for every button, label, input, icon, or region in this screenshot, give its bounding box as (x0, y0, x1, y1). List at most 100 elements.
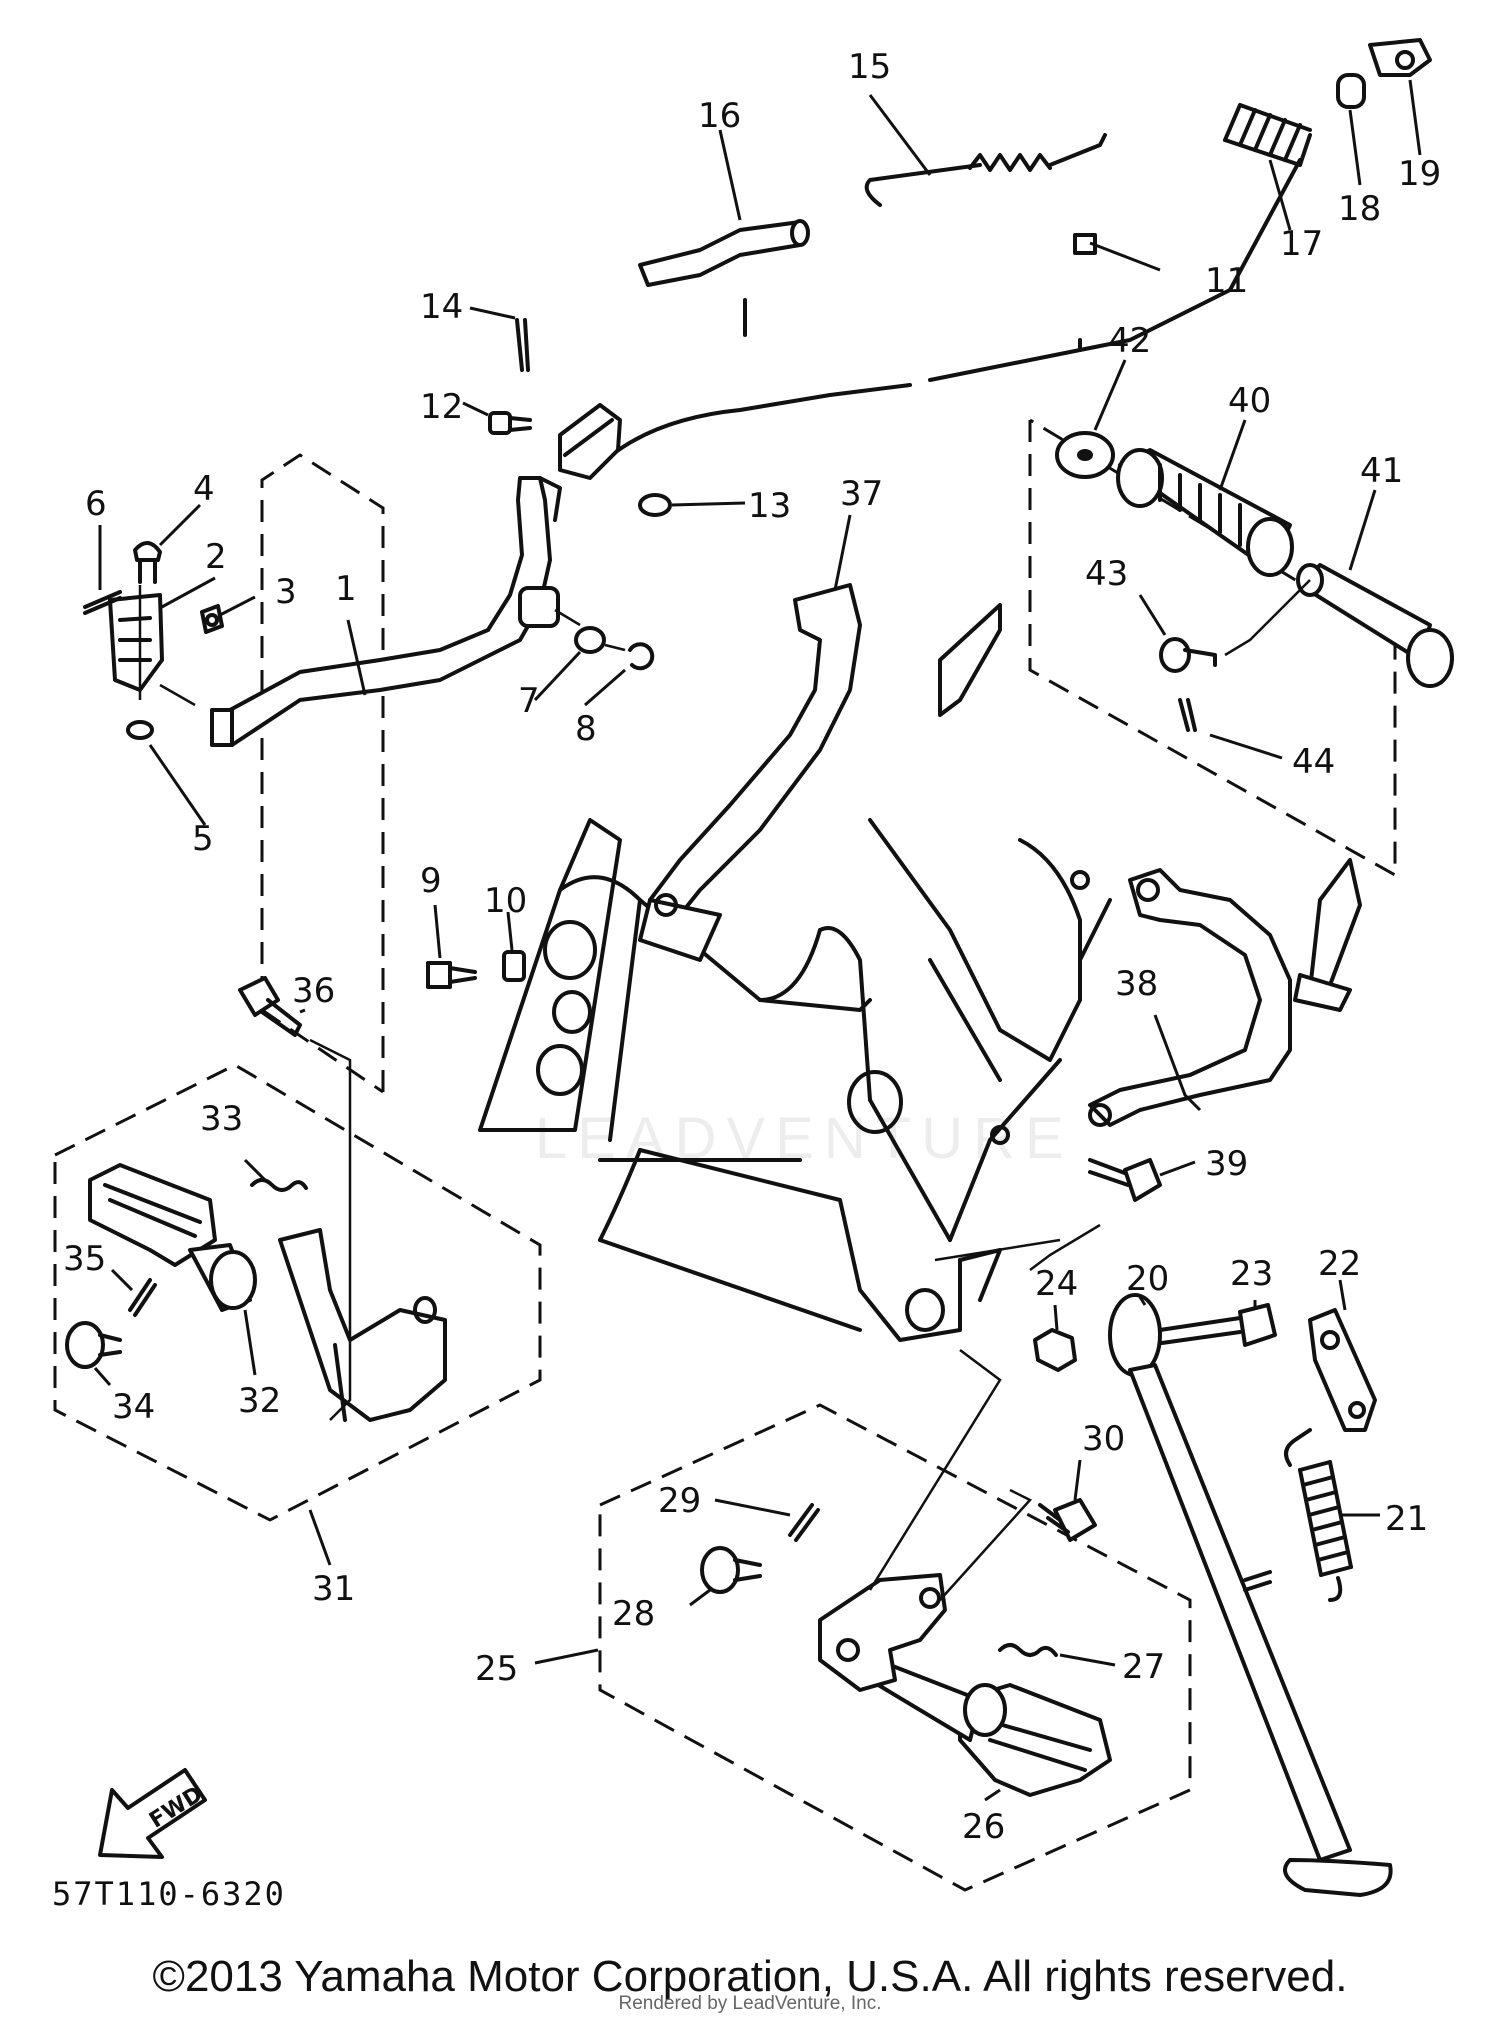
part-callouts: 1 2 3 4 5 6 7 8 9 10 11 12 13 14 15 16 1… (63, 47, 1441, 1847)
callout-4: 4 (193, 469, 215, 509)
callout-36: 36 (292, 971, 335, 1011)
callout-8: 8 (575, 709, 597, 749)
callout-41: 41 (1360, 451, 1403, 491)
callout-11: 11 (1205, 261, 1248, 301)
rod-clevis (558, 403, 622, 480)
callout-42: 42 (1108, 321, 1151, 361)
callout-15: 15 (848, 47, 891, 87)
footrest-bar-41 (1296, 563, 1454, 688)
copyright-notice: ©2013 Yamaha Motor Corporation, U.S.A. A… (152, 1952, 1348, 2001)
bolt-36 (238, 976, 302, 1037)
washer-5 (126, 720, 154, 740)
spring-27 (998, 1643, 1058, 1657)
callout-6: 6 (85, 484, 107, 524)
cotter-pin-35 (128, 1278, 157, 1317)
callout-12: 12 (420, 387, 463, 427)
callout-24: 24 (1035, 1264, 1078, 1304)
callout-18: 18 (1338, 189, 1381, 229)
callout-40: 40 (1228, 381, 1271, 421)
callout-5: 5 (192, 819, 214, 859)
callout-34: 34 (112, 1387, 155, 1427)
circlip-8 (628, 642, 655, 671)
callout-27: 27 (1122, 1647, 1165, 1687)
sidestand-20 (1108, 1293, 1393, 1897)
callout-23: 23 (1230, 1254, 1273, 1294)
ref-line-5 (934, 1238, 1061, 1262)
callout-37: 37 (840, 474, 883, 514)
spring-33 (250, 1178, 308, 1192)
callout-20: 20 (1126, 1259, 1169, 1299)
spring-15 (864, 133, 1107, 207)
ref-line-2 (309, 1038, 352, 1421)
footrest-bracket-right (818, 1573, 947, 1692)
rendered-by-note: Rendered by LeadVenture, Inc. (618, 1993, 882, 2014)
footrest-bracket-38 (1088, 858, 1362, 1127)
bolt-23 (1158, 1303, 1277, 1347)
cotter-pin-44 (1178, 698, 1197, 732)
nut-3 (200, 604, 224, 634)
ref-line-8 (159, 683, 196, 707)
bolt-39 (1088, 1158, 1162, 1202)
pin-12 (488, 411, 532, 435)
brake-pedal (210, 476, 562, 747)
shaft-16 (638, 219, 810, 337)
plate-22 (1308, 1308, 1377, 1432)
bolt-30 (1038, 1498, 1097, 1542)
nut-10 (502, 950, 526, 982)
wing-nut-19 (1368, 38, 1432, 77)
callout-2: 2 (205, 537, 227, 577)
callout-44: 44 (1292, 742, 1335, 782)
left-footrest-box (53, 1063, 542, 1522)
callout-25: 25 (475, 1649, 518, 1689)
callout-31: 31 (312, 1569, 355, 1609)
drawing-number: 57T110-6320 (52, 1875, 286, 1913)
pin-43 (1159, 637, 1217, 673)
callout-26: 26 (962, 1807, 1005, 1847)
nut-24 (1033, 1328, 1077, 1372)
callout-28: 28 (612, 1594, 655, 1634)
callout-43: 43 (1085, 554, 1128, 594)
callout-14: 14 (420, 287, 463, 327)
right-footrest-box (598, 1403, 1192, 1892)
callout-13: 13 (748, 486, 791, 526)
callout-16: 16 (698, 96, 741, 136)
callout-3: 3 (275, 572, 297, 612)
pin-4 (133, 541, 162, 584)
callout-22: 22 (1318, 1244, 1361, 1284)
brake-rod-11 (588, 158, 1302, 477)
adjuster-18 (1336, 73, 1366, 109)
spring-17 (1223, 103, 1312, 167)
ref-line-6 (939, 1488, 1033, 1601)
callout-38: 38 (1115, 964, 1158, 1004)
footrest-26 (868, 1663, 1112, 1797)
callout-9: 9 (420, 861, 442, 901)
callout-1: 1 (335, 569, 357, 609)
callout-7: 7 (518, 681, 540, 721)
callout-33: 33 (200, 1099, 243, 1139)
callout-21: 21 (1385, 1499, 1428, 1539)
cotter-pin-29 (788, 1503, 820, 1542)
footrest-bracket-left (278, 1228, 447, 1422)
pin-34 (65, 1321, 122, 1369)
fwd-arrow-icon: FWD (98, 1768, 207, 1859)
cotter-pin-14 (515, 318, 530, 372)
washer-42-hole (1077, 449, 1093, 461)
pedal-tip (108, 593, 164, 692)
ref-line-3 (868, 1349, 1002, 1591)
callout-30: 30 (1082, 1419, 1125, 1459)
bolt-9 (426, 961, 477, 989)
callout-17: 17 (1280, 224, 1323, 264)
washer-7 (574, 626, 606, 654)
leader-lines (93, 79, 1422, 1802)
ref-line-7 (1224, 579, 1311, 657)
callout-32: 32 (238, 1381, 281, 1421)
brake-pedal-assembly-box (260, 453, 385, 1094)
callout-29: 29 (658, 1481, 701, 1521)
washer-13 (638, 493, 672, 517)
callout-10: 10 (484, 881, 527, 921)
callout-19: 19 (1398, 154, 1441, 194)
cotter-pin-6 (83, 590, 122, 615)
pin-28 (700, 1546, 762, 1594)
footrest-32 (88, 1163, 257, 1312)
